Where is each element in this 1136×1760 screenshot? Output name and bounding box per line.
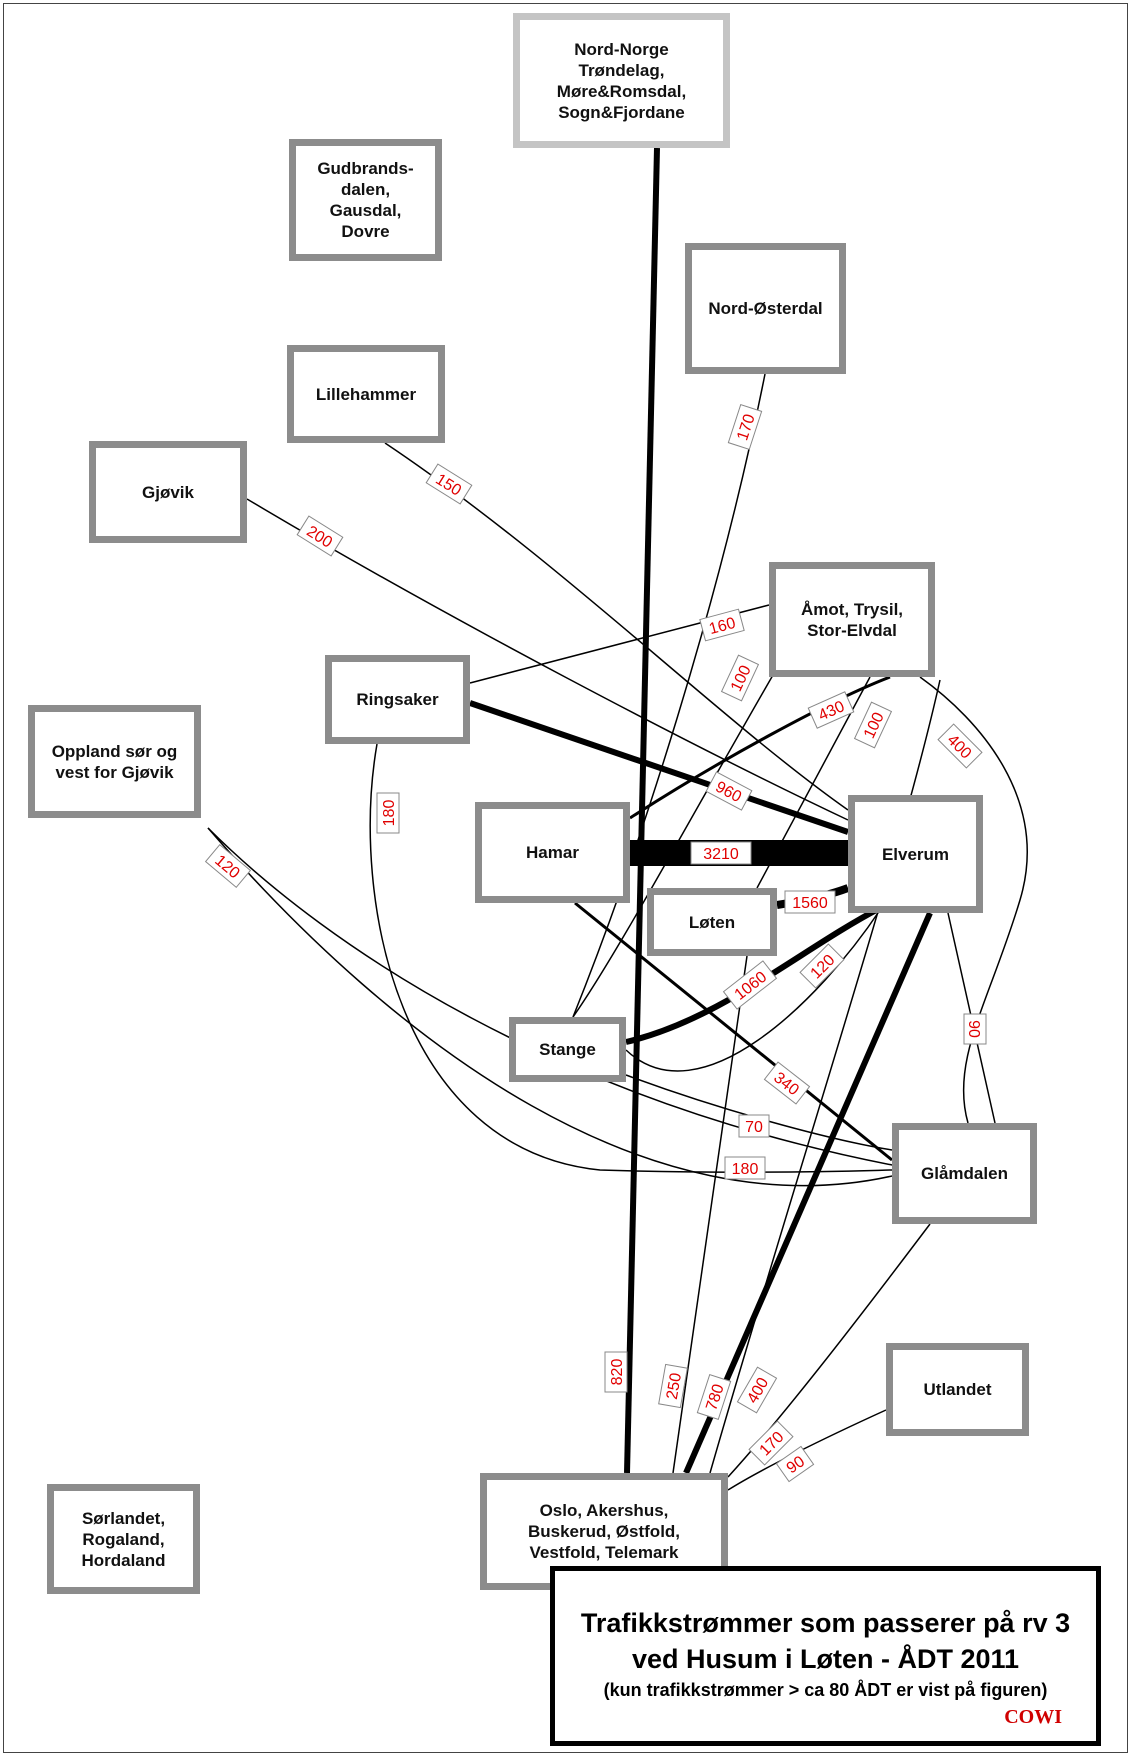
flow-line-gjovik-elverum xyxy=(246,498,849,821)
flow-value: 180 xyxy=(732,1161,759,1178)
node-amot: Åmot, Trysil, Stor-Elvdal xyxy=(769,562,935,677)
flow-line-glamdalen-oslo xyxy=(727,1223,931,1478)
flow-line-stange-elverum-2 xyxy=(625,909,881,1072)
flow-line-loten-oslo xyxy=(672,955,748,1474)
flow-value: 70 xyxy=(745,1119,763,1136)
flow-label-stange-elverum: 1060 xyxy=(722,960,778,1010)
node-ringsaker: Ringsaker xyxy=(325,655,470,744)
node-gudbrandsdalen: Gudbrands- dalen, Gausdal, Dovre xyxy=(289,139,442,261)
node-oppland: Oppland sør og vest for Gjøvik xyxy=(28,705,201,818)
flow-value: 1560 xyxy=(792,895,828,912)
page-frame xyxy=(3,3,1128,1753)
title-line-2: ved Husum i Løten - ÅDT 2011 xyxy=(631,1644,1020,1674)
title-box: Trafikkstrømmer som passerer på rv 3 ved… xyxy=(550,1566,1101,1746)
flow-value: 3210 xyxy=(703,846,739,863)
flow-label-gjovik-elverum: 200 xyxy=(296,515,344,557)
flow-line-stange-glamdalen xyxy=(625,1074,893,1151)
flow-line-oppland-elverum xyxy=(207,827,893,1187)
node-hamar: Hamar xyxy=(475,802,630,903)
flow-label-loten-oslo: 250 xyxy=(658,1363,688,1409)
node-elverum: Elverum xyxy=(848,795,983,913)
flow-value: 250 xyxy=(664,1372,685,1401)
flow-label-amot-glamdalen: 400 xyxy=(937,723,983,769)
node-stange: Stange xyxy=(509,1017,626,1082)
flow-label-amot-oslo: 400 xyxy=(736,1366,778,1414)
flow-value: 160 xyxy=(707,615,737,638)
flow-label-amot-loten: 100 xyxy=(853,701,893,749)
node-loten: Løten xyxy=(647,888,777,956)
flow-label-nordnorge-oslo: 820 xyxy=(604,1351,628,1393)
flow-label-ringsaker-elverum: 960 xyxy=(705,771,753,811)
flow-label-oppland-elverum: 180 xyxy=(724,1156,766,1180)
flow-label-elverum-glamdalen: 90 xyxy=(963,1013,987,1045)
flow-label-hamar-glamdalen: 340 xyxy=(763,1061,811,1105)
node-glamdalen: Glåmdalen xyxy=(892,1123,1037,1224)
flow-label-elverum-oslo: 780 xyxy=(696,1373,732,1421)
node-utlandet: Utlandet xyxy=(886,1343,1029,1436)
flow-line-nordosterdal-stange xyxy=(572,373,766,1018)
flow-label-hamar-elverum: 3210 xyxy=(690,841,752,865)
node-nord-osterdal: Nord-Østerdal xyxy=(685,243,846,374)
flow-value: 180 xyxy=(381,800,398,827)
cowi-logo: COWI xyxy=(1004,1706,1062,1728)
flow-label-lillehammer-elverum: 150 xyxy=(425,463,473,505)
flow-label-utlandet-oslo: 90 xyxy=(775,1445,815,1483)
flow-line-amot-oslo xyxy=(709,679,941,1474)
title-line-1: Trafikkstrømmer som passerer på rv 3 xyxy=(580,1608,1071,1638)
flow-line-ringsaker-elverum xyxy=(469,700,849,835)
flow-label-stange-glamdalen: 70 xyxy=(738,1114,770,1138)
flow-line-ringsaker-glamdalen xyxy=(369,743,893,1173)
node-nord-norge: Nord-Norge Trøndelag, Møre&Romsdal, Sogn… xyxy=(513,13,730,148)
flow-line-amot-stange xyxy=(572,636,796,1018)
flow-line-amot-glamdalen xyxy=(919,676,1028,1124)
flow-line-hamar-glamdalen xyxy=(574,901,893,1162)
flow-label-hamar-amot: 430 xyxy=(807,691,855,729)
flow-value: 820 xyxy=(609,1359,626,1386)
flow-label-ringsaker-amot: 160 xyxy=(699,608,745,642)
flow-label-loten-elverum: 1560 xyxy=(784,890,836,914)
flow-label-nordosterdal-stange: 170 xyxy=(727,403,763,451)
flow-value: 90 xyxy=(965,1020,982,1038)
node-lillehammer: Lillehammer xyxy=(287,345,445,443)
node-gjovik: Gjøvik xyxy=(89,441,247,543)
flow-label-amot-stange: 100 xyxy=(720,654,760,702)
node-sorlandet: Sørlandet, Rogaland, Hordaland xyxy=(47,1484,200,1594)
flow-label-ringsaker-glamdalen: 180 xyxy=(376,792,400,834)
flow-label-oppland-glamdalen: 120 xyxy=(204,844,252,888)
title-subtitle: (kun trafikkstrømmer > ca 80 ÅDT er vist… xyxy=(603,1680,1048,1700)
